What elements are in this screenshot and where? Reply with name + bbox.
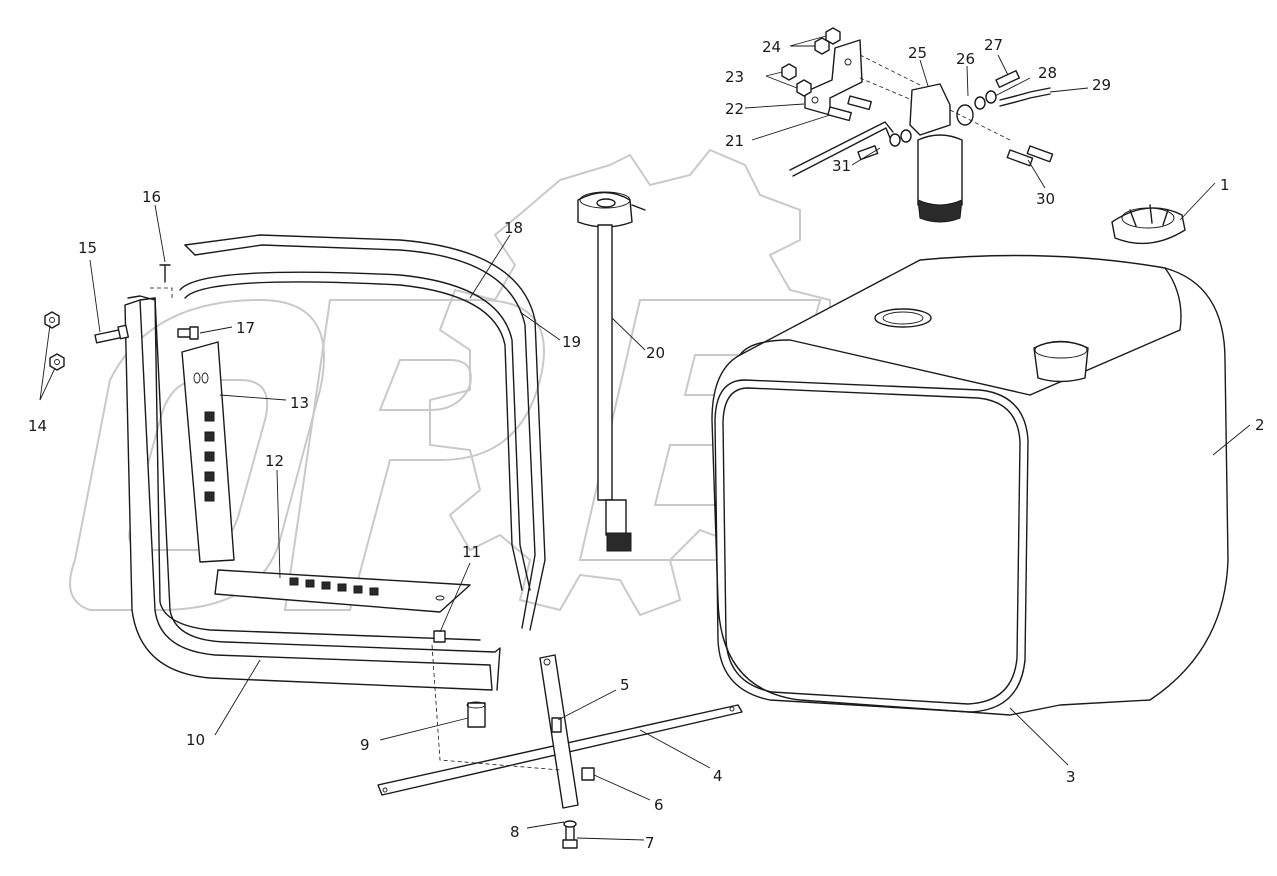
label-10: 10 xyxy=(186,731,205,749)
label-20: 20 xyxy=(646,344,665,362)
assembly-dash-bottom xyxy=(431,644,561,771)
label-18: 18 xyxy=(504,219,523,237)
label-2: 2 xyxy=(1255,416,1265,434)
part-23-nuts xyxy=(781,63,812,97)
part-16-pin xyxy=(150,264,173,300)
part-21-bolts xyxy=(827,95,872,122)
part-28-washer xyxy=(985,90,997,104)
label-30: 30 xyxy=(1036,190,1055,208)
part-9-bolt xyxy=(466,701,486,728)
part-2-fuel-tank xyxy=(711,254,1229,716)
label-22: 22 xyxy=(725,100,744,118)
part-5-bracket xyxy=(539,654,579,809)
label-15: 15 xyxy=(78,239,97,257)
part-17-bolt xyxy=(177,326,199,340)
part-31-pipe-and-fittings xyxy=(789,121,912,177)
label-19: 19 xyxy=(562,333,581,351)
label-6: 6 xyxy=(654,796,664,814)
label-27: 27 xyxy=(984,36,1003,54)
label-31: 31 xyxy=(832,157,851,175)
part-25-filter xyxy=(909,83,974,223)
label-1: 1 xyxy=(1220,176,1230,194)
part-8-washer xyxy=(563,820,577,828)
part-13-rubber-pad xyxy=(181,341,235,563)
label-14: 14 xyxy=(28,417,47,435)
part-29-pipe xyxy=(999,87,1051,107)
part-30-bolts xyxy=(1006,145,1054,167)
assembly-dash-filter xyxy=(859,54,1011,141)
label-29: 29 xyxy=(1092,76,1111,94)
label-21: 21 xyxy=(725,132,744,150)
part-27-bolt xyxy=(995,70,1021,88)
part-19-strap xyxy=(179,271,531,591)
part-15-bolt xyxy=(94,324,130,344)
label-13: 13 xyxy=(290,394,309,412)
part-14-nuts xyxy=(44,311,65,371)
part-10-tank-bracket xyxy=(124,295,501,691)
label-9: 9 xyxy=(360,736,370,754)
label-5: 5 xyxy=(620,676,630,694)
part-11-nut xyxy=(433,630,446,643)
label-3: 3 xyxy=(1066,768,1076,786)
label-8: 8 xyxy=(510,823,520,841)
part-3-tank-seal xyxy=(714,379,1029,713)
label-23: 23 xyxy=(725,68,744,86)
leader-lines xyxy=(39,35,1251,841)
part-24-nuts xyxy=(814,27,841,55)
part-1-tank-cap xyxy=(1111,204,1186,245)
label-26: 26 xyxy=(956,50,975,68)
part-20-fuel-level-sender xyxy=(577,191,646,552)
label-25: 25 xyxy=(908,44,927,62)
label-16: 16 xyxy=(142,188,161,206)
part-12-rubber-pad xyxy=(214,569,471,613)
part-6-nut xyxy=(581,767,595,781)
label-4: 4 xyxy=(713,767,723,785)
label-7: 7 xyxy=(645,834,655,852)
label-11: 11 xyxy=(462,543,481,561)
part-26-washer xyxy=(974,96,986,110)
part-labels: 1 2 3 4 5 6 7 8 9 10 11 12 13 14 15 16 1… xyxy=(28,36,1265,852)
label-28: 28 xyxy=(1038,64,1057,82)
label-12: 12 xyxy=(265,452,284,470)
label-24: 24 xyxy=(762,38,781,56)
label-17: 17 xyxy=(236,319,255,337)
